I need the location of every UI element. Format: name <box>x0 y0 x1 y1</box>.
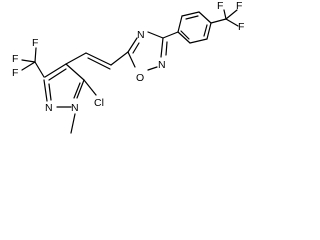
oxadiazole-n2-label: N <box>158 59 166 71</box>
pyrazole-f3-label: F <box>12 67 18 79</box>
bond-ox-n4-c3 <box>147 31 164 39</box>
bond-c4-vinyl <box>65 52 87 65</box>
aryl-f3-label: F <box>238 21 244 33</box>
bond-ph-1-2 <box>177 15 183 33</box>
bond-pz-n2-c3 <box>43 79 48 102</box>
pyrazole-n2-label: N <box>45 102 53 114</box>
aryl-f2-label: F <box>236 0 242 12</box>
bond-ph-inner-a <box>185 15 199 20</box>
bond-ox-n2-o1 <box>147 66 158 71</box>
vinyl-linker <box>65 51 129 70</box>
bond-vinyl-double <box>85 52 112 66</box>
bond-pz-c3-c4 <box>44 63 67 78</box>
bond-n1-methyl <box>70 113 76 134</box>
aryl-f1-label: F <box>217 0 223 12</box>
bond-ar-cf3-f2 <box>225 9 238 20</box>
bond-ph-3-4 <box>198 11 212 24</box>
phenyl-ring <box>162 11 212 44</box>
pyrazole-f2-label: F <box>12 53 18 65</box>
bond-oxadiazole-phenyl <box>162 31 179 39</box>
bond-pz-n2-c3-inner <box>48 83 52 101</box>
oxadiazole-o1-label: O <box>136 72 144 84</box>
bond-ph-5-6 <box>189 38 208 44</box>
bond-ox-c3-n2-inner <box>165 41 168 56</box>
bond-ph-6-1 <box>177 31 191 44</box>
bond-c3-cf3 <box>34 61 45 78</box>
chlorine-label: Cl <box>94 97 104 109</box>
pyrazole-ring <box>43 63 85 108</box>
bond-ph-cf3 <box>210 18 227 24</box>
bond-pz-c4-c5 <box>65 63 85 81</box>
bond-ox-c3-n2 <box>160 37 164 58</box>
bond-pz-c3-c4-inner <box>48 68 67 81</box>
bond-vinyl-oxadiazole <box>110 51 129 66</box>
bond-ph-inner-b <box>203 24 208 37</box>
bond-ph-2-3 <box>181 11 200 17</box>
chemical-structure-diagram: F F F N N Cl N N O <box>12 0 244 134</box>
oxadiazole-n4-label: N <box>137 29 145 41</box>
oxadiazole-ring: N N O <box>127 29 168 84</box>
bond-cf3-f3 <box>21 61 36 71</box>
bond-cf3-f2 <box>21 59 36 63</box>
structure-canvas: F F F N N Cl N N O <box>0 0 250 145</box>
pyrazole-f1-label: F <box>32 37 38 49</box>
bond-pz-c5-n1 <box>76 79 85 99</box>
bond-vinyl-double-inner <box>87 57 111 70</box>
bond-ph-inner-c <box>180 30 190 40</box>
pyrazole-cf3-group: F F F <box>12 37 45 79</box>
bond-ar-cf3-f3 <box>225 18 239 27</box>
bond-pz-c5-n1-inner <box>73 82 81 99</box>
pyrazole-n1-label: N <box>71 102 79 114</box>
bond-ph-4-5 <box>206 22 212 40</box>
phenyl-cf3-group: F F F <box>210 0 244 33</box>
bond-ox-o1-c5 <box>127 51 136 68</box>
bond-ox-c5-n4-inner <box>132 42 140 54</box>
bond-ox-c5-n4 <box>127 37 138 53</box>
bond-c5-cl <box>83 79 97 96</box>
bond-ar-cf3-f1 <box>223 9 227 20</box>
bond-cf3-f1 <box>34 47 37 63</box>
